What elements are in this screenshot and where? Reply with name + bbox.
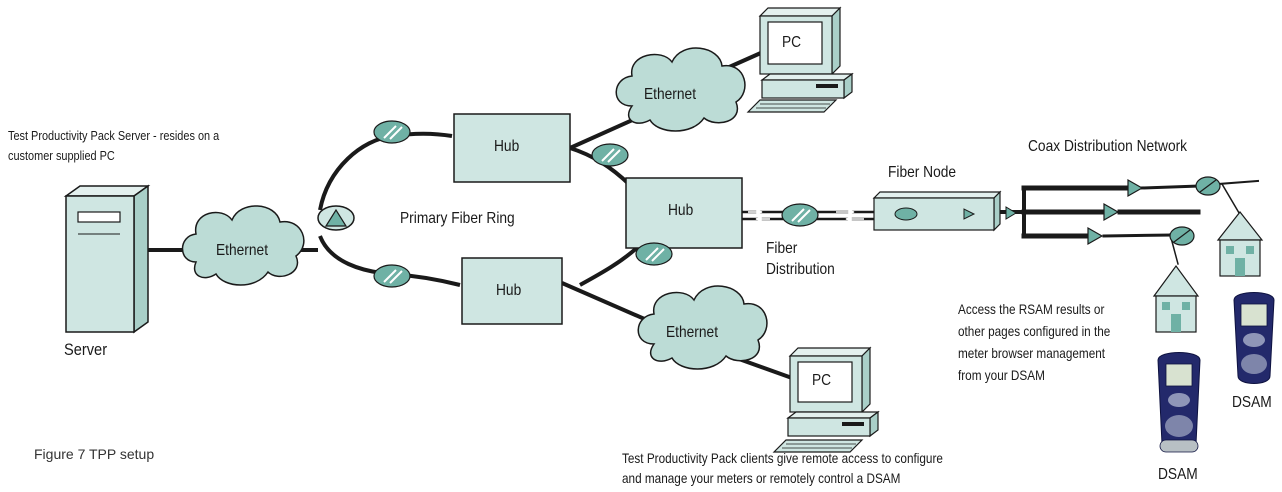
ring-label: Primary Fiber Ring — [400, 210, 515, 227]
coax-network-label: Coax Distribution Network — [1028, 138, 1188, 155]
ring-splitter-icon — [317, 205, 355, 231]
ethernet-cloud-server — [181, 205, 305, 286]
fiber-distribution-label: Fiber Distribution — [766, 238, 835, 280]
ethernet-label-lower: Ethernet — [666, 324, 719, 341]
hub-lower — [461, 257, 563, 325]
fiber-distribution-line-2: Distribution — [766, 261, 835, 278]
server-icon — [63, 184, 151, 334]
house-icon-left — [1152, 264, 1200, 333]
coax-amplifiers — [1087, 176, 1221, 246]
clients-caption-line-2: and manage your meters or remotely contr… — [622, 470, 901, 486]
ethernet-cloud-upper — [615, 47, 746, 132]
access-note-line-2: other pages configured in the — [958, 323, 1111, 339]
house-icon-right — [1216, 211, 1264, 277]
ethernet-label-server: Ethernet — [216, 242, 269, 259]
server-label: Server — [64, 340, 108, 359]
ethernet-label-upper: Ethernet — [644, 86, 697, 103]
access-note-line-1: Access the RSAM results or — [958, 301, 1105, 317]
hub-label-upper: Hub — [494, 138, 520, 155]
access-note-line-3: meter browser management — [958, 345, 1106, 361]
amplifier-icon — [1103, 202, 1120, 222]
server-caption-line-2: customer supplied PC — [8, 148, 115, 163]
access-note: Access the RSAM results or other pages c… — [958, 298, 1110, 386]
transceiver-icon — [373, 264, 411, 288]
transceiver-icon — [373, 120, 411, 144]
pc-label-upper: PC — [782, 34, 802, 51]
figure-caption: Figure 7 TPP setup — [34, 446, 155, 462]
hub-label-lower: Hub — [496, 282, 522, 299]
coax-network-lines — [992, 179, 1260, 265]
clients-caption-line-1: Test Productivity Pack clients give remo… — [622, 450, 943, 466]
hub-upper — [453, 113, 571, 183]
optical-transceivers — [373, 120, 819, 288]
dsam-label-right: DSAM — [1232, 394, 1272, 411]
pc-label-lower: PC — [812, 372, 832, 389]
transceiver-icon — [591, 143, 629, 167]
pc-icon-lower — [772, 346, 880, 453]
access-note-line-4: from your DSAM — [958, 367, 1045, 383]
dsam-meter-icon — [1233, 292, 1275, 384]
fiber-distribution-line-1: Fiber — [766, 240, 798, 257]
hub-label-center: Hub — [668, 202, 694, 219]
fiber-node-icon — [872, 190, 1017, 232]
clients-caption: Test Productivity Pack clients give remo… — [622, 448, 943, 488]
transceiver-icon — [635, 242, 673, 266]
server-caption: Test Productivity Pack Server - resides … — [8, 126, 219, 166]
transceiver-icon — [781, 203, 819, 227]
tap-icon — [1195, 176, 1221, 196]
amplifier-icon — [1087, 226, 1104, 246]
fiber-node-label: Fiber Node — [888, 164, 957, 181]
ethernet-cloud-lower — [637, 285, 768, 370]
dsam-meter-icon — [1157, 352, 1201, 453]
dsam-label-left: DSAM — [1158, 466, 1198, 483]
pc-icon-upper — [746, 6, 854, 113]
server-caption-line-1: Test Productivity Pack Server - resides … — [8, 128, 220, 143]
tap-icon — [1169, 226, 1195, 246]
amplifier-icon — [1127, 178, 1144, 198]
hub-center — [625, 177, 743, 249]
